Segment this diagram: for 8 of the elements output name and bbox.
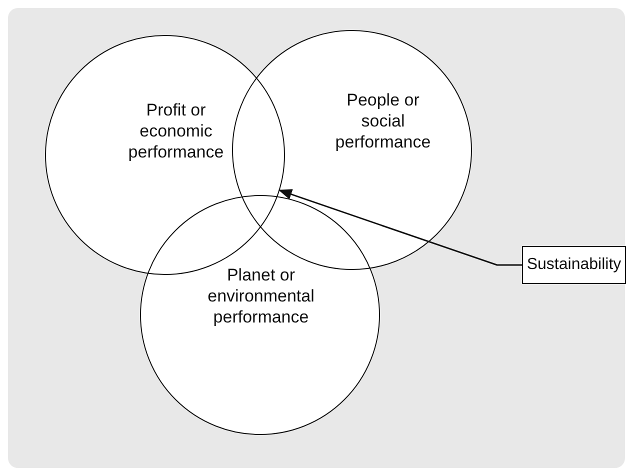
circle-label: Planet or environmental performance	[206, 264, 316, 328]
venn-circle	[232, 30, 472, 270]
circle-label: People or social performance	[334, 90, 432, 152]
label-box	[522, 246, 626, 284]
circle-label: Profit or economic performance	[127, 100, 225, 162]
venn-circle	[140, 195, 380, 435]
leader-arrow	[278, 189, 522, 266]
box-label: Sustainability	[526, 256, 622, 274]
